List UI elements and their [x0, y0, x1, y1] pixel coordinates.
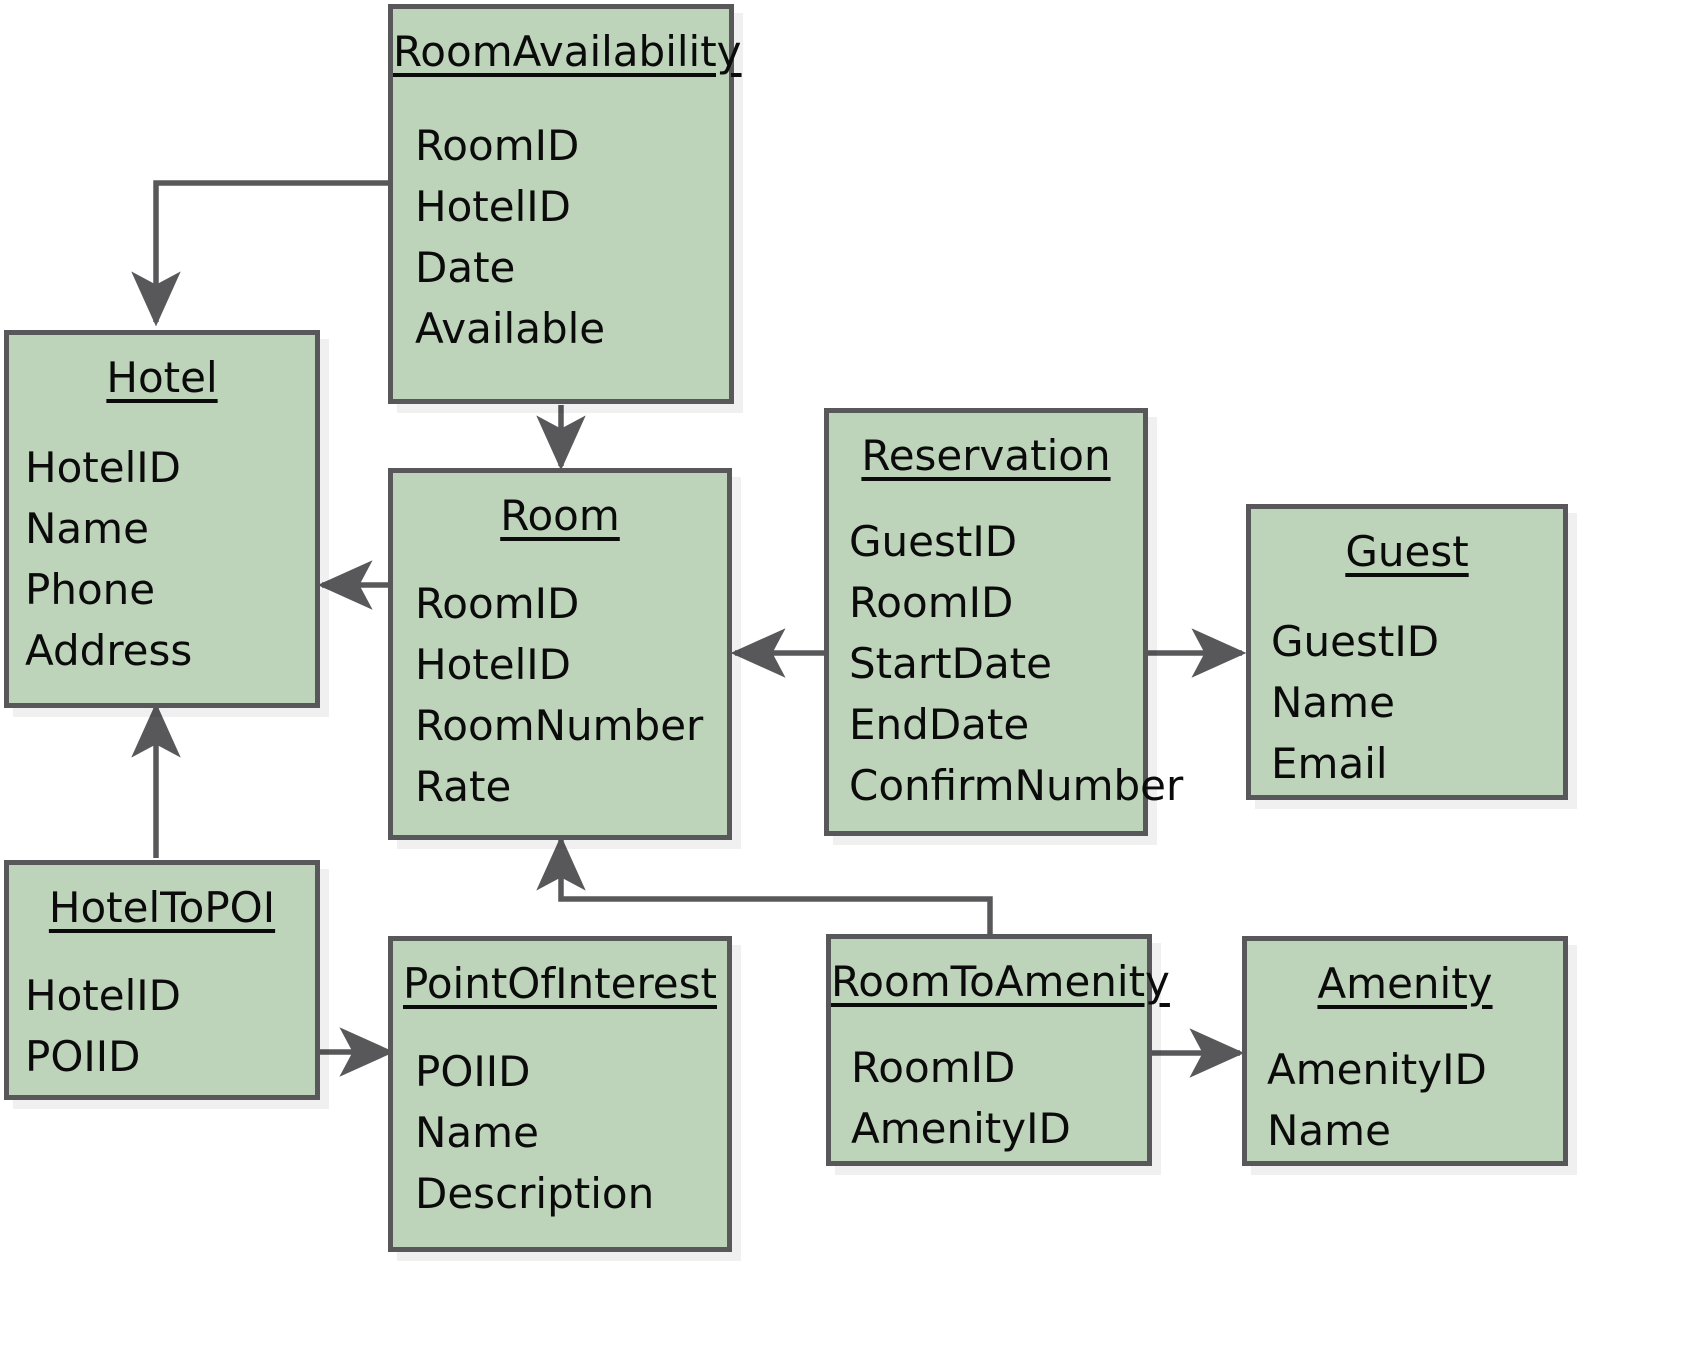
- entity-roomavailability[interactable]: RoomAvailability RoomID HotelID Date Ava…: [388, 4, 742, 404]
- attribute-item: AmenityID: [851, 1104, 1071, 1153]
- entity-roomtoamenity[interactable]: RoomToAmenity RoomID AmenityID: [826, 934, 1170, 1166]
- entity-title-hoteltopoi: HotelToPOI: [48, 883, 276, 932]
- attribute-item: Name: [25, 504, 149, 553]
- attribute-item: POIID: [415, 1047, 531, 1096]
- attribute-item: Date: [415, 243, 516, 292]
- attribute-list-hoteltopoi: HotelID POIID: [9, 975, 315, 1078]
- connector-roomavailability-to-hotel: [131, 180, 390, 327]
- attribute-item: RoomID: [849, 578, 1014, 627]
- attribute-list-guest: GuestID Name Email: [1251, 621, 1563, 785]
- attribute-item: HotelID: [25, 971, 181, 1020]
- connector-roomtoamenity-to-room: [536, 835, 993, 937]
- entity-amenity[interactable]: Amenity AmenityID Name: [1242, 936, 1568, 1166]
- attribute-item: EndDate: [849, 700, 1030, 749]
- attribute-list-room: RoomID HotelID RoomNumber Rate: [393, 583, 727, 808]
- entity-title-reservation: Reservation: [861, 431, 1111, 480]
- attribute-item: Description: [415, 1169, 655, 1218]
- entity-hoteltopoi[interactable]: HotelToPOI HotelID POIID: [4, 860, 320, 1100]
- attribute-item: StartDate: [849, 639, 1052, 688]
- attribute-list-pointofinterest: POIID Name Description: [393, 1051, 727, 1215]
- entity-pointofinterest[interactable]: PointOfInterest POIID Name Description: [388, 936, 732, 1252]
- attribute-item: GuestID: [1271, 617, 1440, 666]
- attribute-item: RoomID: [415, 121, 580, 170]
- attribute-item: Name: [415, 1108, 539, 1157]
- attribute-item: Email: [1271, 739, 1388, 788]
- attribute-list-amenity: AmenityID Name: [1247, 1049, 1563, 1152]
- attribute-item: Name: [1271, 678, 1395, 727]
- entity-guest[interactable]: Guest GuestID Name Email: [1246, 504, 1568, 800]
- attribute-item: Available: [415, 304, 606, 353]
- entity-hotel[interactable]: Hotel HotelID Name Phone Address: [4, 330, 320, 708]
- attribute-item: Phone: [25, 565, 156, 614]
- attribute-item: RoomNumber: [415, 701, 704, 750]
- attribute-item: HotelID: [25, 443, 181, 492]
- attribute-item: GuestID: [849, 517, 1018, 566]
- entity-title-roomtoamenity: RoomToAmenity: [831, 957, 1170, 1006]
- attribute-item: ConfirmNumber: [849, 761, 1184, 810]
- attribute-list-hotel: HotelID Name Phone Address: [9, 447, 315, 672]
- attribute-item: Rate: [415, 762, 512, 811]
- entity-title-pointofinterest: PointOfInterest: [403, 959, 717, 1008]
- attribute-list-roomavailability: RoomID HotelID Date Available: [393, 125, 729, 350]
- entity-room[interactable]: Room RoomID HotelID RoomNumber Rate: [388, 468, 732, 840]
- attribute-item: AmenityID: [1267, 1045, 1487, 1094]
- attribute-item: POIID: [25, 1032, 141, 1081]
- attribute-item: Name: [1267, 1106, 1391, 1155]
- attribute-item: Address: [25, 626, 193, 675]
- entity-reservation[interactable]: Reservation GuestID RoomID StartDate End…: [824, 408, 1184, 836]
- attribute-item: RoomID: [851, 1043, 1016, 1092]
- entity-title-room: Room: [500, 491, 620, 540]
- attribute-list-roomtoamenity: RoomID AmenityID: [831, 1047, 1147, 1150]
- attribute-item: HotelID: [415, 640, 571, 689]
- entity-title-guest: Guest: [1345, 527, 1469, 576]
- entity-title-amenity: Amenity: [1317, 959, 1493, 1008]
- attribute-item: HotelID: [415, 182, 571, 231]
- entity-title-roomavailability: RoomAvailability: [393, 27, 742, 76]
- entity-title-hotel: Hotel: [106, 353, 218, 402]
- attribute-list-reservation: GuestID RoomID StartDate EndDate Confirm…: [829, 517, 1184, 810]
- attribute-item: RoomID: [415, 579, 580, 628]
